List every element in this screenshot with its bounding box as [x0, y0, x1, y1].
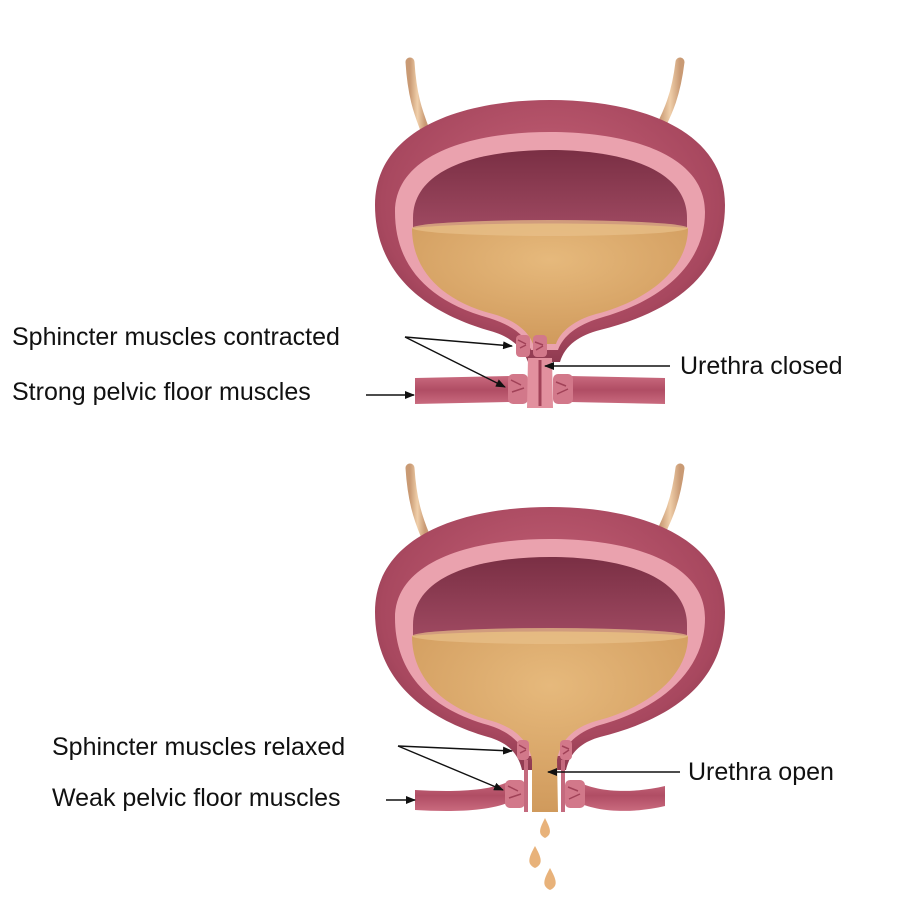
label-sphincter-relaxed: Sphincter muscles relaxed: [52, 733, 345, 761]
droplet: [529, 846, 541, 868]
sphincter-muscle: [508, 335, 573, 404]
pointer-sphincter-lower: [404, 336, 506, 388]
droplet: [540, 818, 550, 838]
droplet: [544, 868, 556, 890]
ureter-left: [405, 463, 430, 540]
pointer-sphincter-upper: [404, 336, 513, 350]
pointer-sphincter-lower: [397, 745, 504, 791]
ureter-left: [405, 57, 430, 135]
label-urethra-open: Urethra open: [688, 758, 834, 786]
bladder-lumen: [413, 557, 687, 640]
ureter-right: [655, 463, 685, 539]
pointer-sphincter-upper: [397, 745, 513, 755]
bladder-lumen: [413, 150, 687, 232]
panel-closed: Sphincter muscles contracted Strong pelv…: [12, 57, 843, 408]
pelvic-floor-muscle: [415, 780, 514, 811]
sphincter-muscle: [505, 740, 585, 808]
urine: [412, 631, 688, 812]
label-sphincter-contracted: Sphincter muscles contracted: [12, 323, 340, 351]
pelvic-floor-muscle: [415, 376, 512, 404]
ureter-right: [655, 57, 685, 133]
label-urethra-closed: Urethra closed: [680, 352, 843, 380]
panel-open: Sphincter muscles relaxed Weak pelvic fl…: [52, 463, 834, 890]
urine: [412, 223, 688, 344]
label-strong-pelvic-floor: Strong pelvic floor muscles: [12, 378, 311, 406]
urine-droplets: [529, 818, 556, 890]
label-weak-pelvic-floor: Weak pelvic floor muscles: [52, 784, 341, 812]
